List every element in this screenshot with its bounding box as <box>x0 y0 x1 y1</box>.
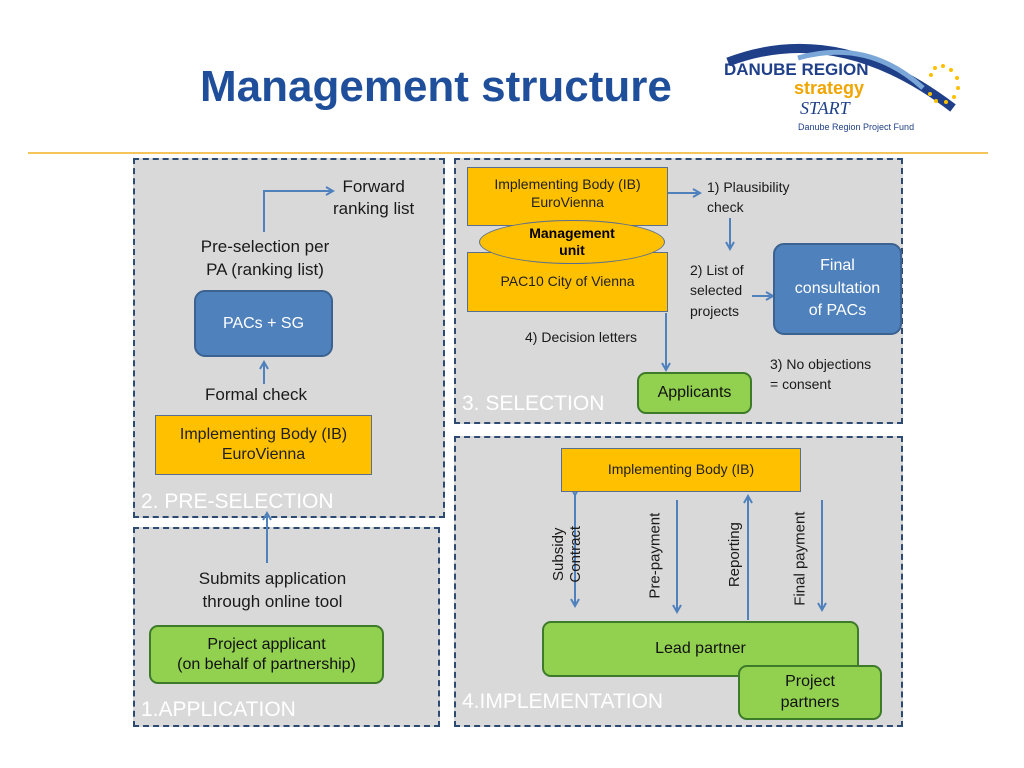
subsidy-line1: Subsidy <box>549 527 567 581</box>
subsidy-line2: Contract <box>566 525 584 583</box>
project-partners-box: Project partners <box>738 665 882 720</box>
final-line3: of PACs <box>808 302 867 320</box>
project-applicant-box: Project applicant (on behalf of partners… <box>149 625 384 684</box>
submits-line2: through online tool <box>202 591 343 611</box>
preselection-label: Pre-selection per PA (ranking list) <box>178 236 352 282</box>
applicants-text: Applicants <box>657 384 732 401</box>
decision-letters-label: 4) Decision letters <box>525 329 638 345</box>
final-line2: consultation <box>794 279 881 297</box>
applicant-line1: Project applicant <box>207 635 326 653</box>
list-selected-label: 2) List of selected projects <box>690 260 744 321</box>
final-consultation-box: Final consultation of PACs <box>773 243 902 335</box>
selection-ib-box: Implementing Body (IB) EuroVienna <box>467 167 668 226</box>
lead-partner-text: Lead partner <box>655 640 746 657</box>
preselection-line2: PA (ranking list) <box>206 259 324 279</box>
logo-line1: DANUBE REGION <box>724 60 869 79</box>
applicants-box: Applicants <box>637 372 752 414</box>
preselection-ib-line1: Implementing Body (IB) <box>179 426 348 443</box>
logo-arc-icon <box>726 43 960 112</box>
preselection-ib-line2: EuroVienna <box>221 446 306 463</box>
plausibility-check-label: 1) Plausibility check <box>707 177 789 218</box>
partners-line1: Project <box>785 672 835 690</box>
danube-region-logo: DANUBE REGION strategy START Danube Regi… <box>718 28 980 138</box>
preselection-panel-label: 2. PRE-SELECTION <box>141 490 334 513</box>
final-payment-text: Final payment <box>791 511 809 607</box>
preselection-line1: Pre-selection per <box>200 237 330 256</box>
forward-line2: ranking list <box>333 199 415 219</box>
final-payment-label: Final payment <box>740 512 860 606</box>
step2-line2: selected <box>690 282 743 299</box>
step2-line1: 2) List of <box>690 262 744 278</box>
arrow-forward-ranking <box>263 191 333 232</box>
submits-line1: Submits application <box>198 569 347 588</box>
logo-line2: strategy <box>794 78 865 98</box>
no-objections-label: 3) No objections = consent <box>770 354 871 395</box>
preselection-ib-box: Implementing Body (IB) EuroVienna <box>155 415 372 475</box>
mgmt-line1: Management <box>529 225 615 242</box>
partners-line2: partners <box>780 693 840 711</box>
implementation-ib-text: Implementing Body (IB) <box>607 461 755 478</box>
page-title: Management structure <box>200 62 672 111</box>
selection-panel-label: 3. SELECTION <box>462 392 605 415</box>
application-panel-label: 1.APPLICATION <box>141 698 296 721</box>
implementation-panel-label: 4.IMPLEMENTATION <box>462 690 664 713</box>
applicant-line2: (on behalf of partnership) <box>177 655 356 673</box>
pacs-sg-box: PACs + SG <box>194 290 333 357</box>
prepayment-text: Pre-payment <box>646 513 664 599</box>
step2-line3: projects <box>690 302 740 319</box>
management-unit-ellipse: Management unit <box>479 220 665 264</box>
step3-line2: = consent <box>770 376 832 393</box>
forward-ranking-label: Forward ranking list <box>333 176 414 220</box>
pacs-sg-text: PACs + SG <box>222 314 305 332</box>
mgmt-line2: unit <box>559 242 585 258</box>
title-divider <box>28 152 988 154</box>
pac10-text: PAC10 City of Vienna <box>500 273 635 290</box>
formal-check-label: Formal check <box>205 385 308 404</box>
step1-line2: check <box>707 199 744 216</box>
final-line1: Final <box>820 257 855 275</box>
submits-application-label: Submits application through online tool <box>160 568 385 614</box>
selection-ib-line1: Implementing Body (IB) <box>494 176 641 192</box>
step3-line1: 3) No objections <box>770 356 872 372</box>
selection-ib-line2: EuroVienna <box>531 193 604 210</box>
logo-line3: START <box>800 98 850 118</box>
logo-line4: Danube Region Project Fund <box>798 122 915 132</box>
forward-line1: Forward <box>342 177 405 196</box>
step1-line1: 1) Plausibility <box>707 179 790 195</box>
implementation-ib-box: Implementing Body (IB) <box>561 448 801 492</box>
